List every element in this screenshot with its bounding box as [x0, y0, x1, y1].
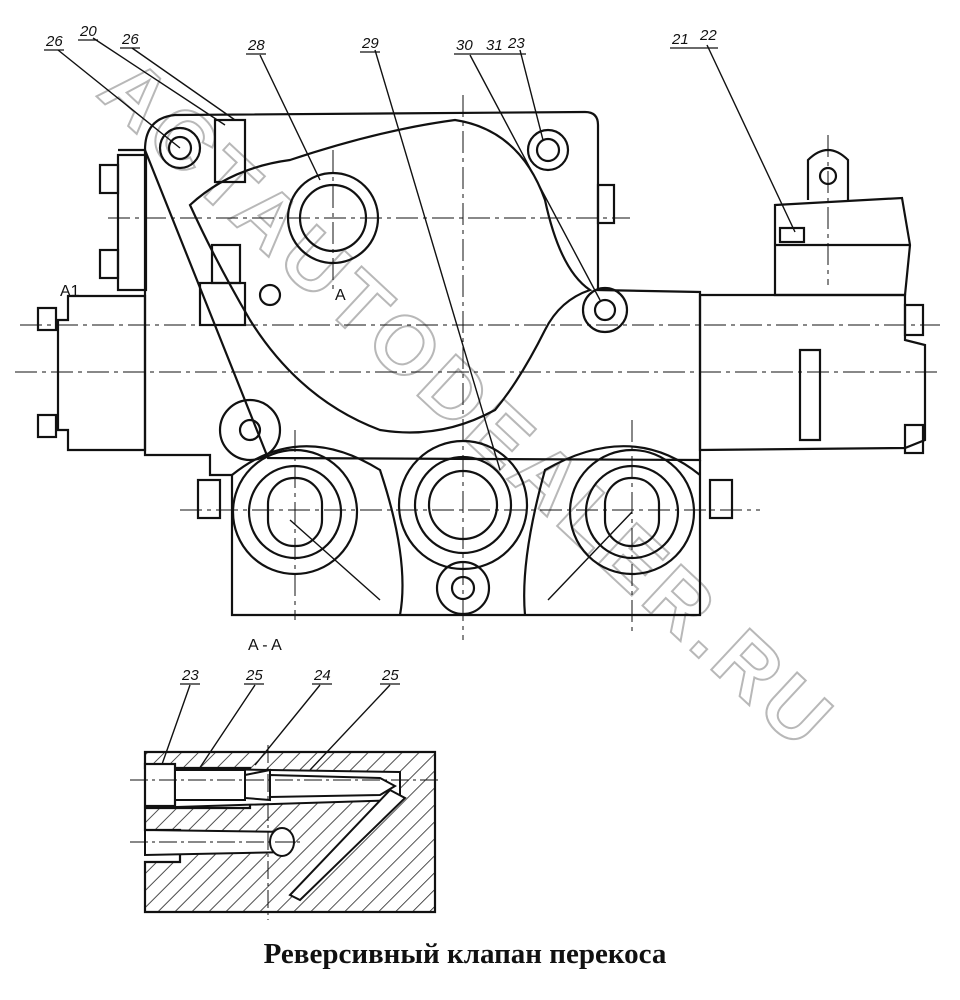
callout-underlines [44, 39, 718, 685]
left-end-cap [56, 294, 147, 452]
callout-26-right: 26 [121, 31, 139, 48]
left-flange [116, 153, 148, 292]
callout-28: 28 [247, 37, 265, 54]
watermark: ACTAUTODEALER.RU [83, 42, 853, 768]
plug-screw [778, 226, 806, 244]
lower-lobe-left [231, 445, 404, 616]
left-bolt-lower [36, 413, 58, 439]
left-bolt-upper [36, 306, 58, 332]
callout-20: 20 [79, 23, 97, 40]
right-bolt-lower [903, 423, 925, 455]
view-mark-a: A [335, 287, 346, 304]
fitting-eye [258, 283, 282, 307]
callout-23-section: 23 [181, 667, 199, 684]
right-bolt-upper [903, 303, 925, 337]
lower-boss-left [196, 478, 222, 520]
section-sleeve-25 [174, 769, 246, 801]
bolt-hole-top-right [535, 137, 561, 163]
view-mark-a1: A1 [60, 283, 80, 300]
callout-25-b: 25 [381, 667, 399, 684]
lower-boss-right [708, 478, 734, 520]
section-plug-23 [143, 762, 177, 808]
bolt-hole-top-left [167, 135, 193, 161]
callout-26-left: 26 [45, 33, 63, 50]
flange-bolt-1 [98, 163, 120, 195]
callouts: 26 20 26 28 29 30 31 23 21 22 23 25 24 2… [45, 23, 717, 684]
center-lines [15, 95, 940, 640]
callout-22: 22 [699, 27, 717, 44]
callout-25-a: 25 [245, 667, 263, 684]
section-detail [130, 745, 440, 920]
bolt-hole-right [593, 298, 617, 322]
section-ball-24 [244, 768, 271, 802]
cover-plate [188, 118, 593, 434]
upper-housing [143, 110, 702, 462]
section-spool-25 [269, 773, 398, 799]
callout-21: 21 [671, 31, 689, 48]
section-drill-channel [288, 788, 407, 902]
plug-housing [773, 196, 912, 297]
lower-lobe-right [523, 445, 701, 616]
flange-bolt-2 [98, 248, 120, 280]
callout-31: 31 [486, 37, 503, 54]
callout-30: 30 [456, 37, 473, 54]
right-port [798, 348, 822, 442]
side-boss [596, 183, 616, 225]
fitting-20 [213, 118, 247, 184]
bolt-hole-lower-left [238, 418, 262, 442]
figure-caption: Реверсивный клапан перекоса [263, 938, 667, 970]
section-label: A - A [248, 637, 282, 654]
callout-29: 29 [361, 35, 379, 52]
fitting-left-lower [198, 281, 247, 327]
right-end-cap [698, 293, 927, 452]
callout-24: 24 [313, 667, 331, 684]
callout-23-top: 23 [507, 35, 525, 52]
